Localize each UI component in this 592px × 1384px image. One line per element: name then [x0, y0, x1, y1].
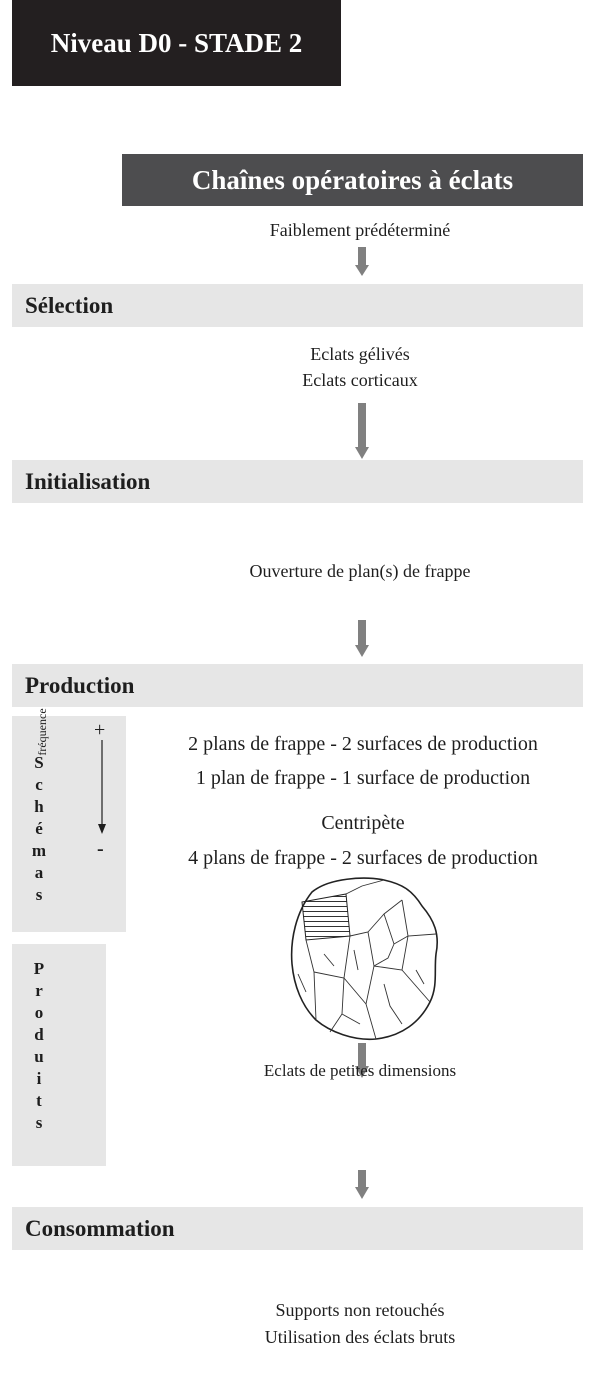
schema-item-3: Centripète: [321, 812, 405, 834]
produits-text: Eclats de petites dimensions: [263, 1061, 457, 1080]
consommation-line-2: Utilisation des éclats bruts: [264, 1327, 456, 1347]
schema-item-4: 4 plans de frappe - 2 surfaces de produc…: [188, 847, 538, 869]
produits-panel: [12, 944, 106, 1166]
frequency-arrow-icon: [98, 740, 106, 834]
schemas-panel: [12, 716, 126, 932]
stage-production: Production: [12, 664, 583, 707]
schema-item-1: 2 plans de frappe - 2 surfaces de produc…: [188, 733, 538, 755]
produits-side-label: P r o d u i t s: [33, 959, 45, 1132]
page-title: Niveau D0 - STADE 2: [12, 0, 341, 86]
frequency-axis-label: fréquence: [35, 708, 49, 756]
down-arrow-icon: [355, 1170, 369, 1199]
stage-initialisation: Initialisation: [12, 460, 583, 503]
frequency-minus: -: [97, 838, 104, 860]
frequency-plus: +: [94, 719, 106, 741]
down-arrow-icon: [355, 247, 369, 276]
down-arrow-icon: [355, 620, 369, 657]
consommation-line-1: Supports non retouchés: [275, 1300, 445, 1320]
stage-consommation: Consommation: [12, 1207, 583, 1250]
stage-selection: Sélection: [12, 284, 583, 327]
initialisation-text: Ouverture de plan(s) de frappe: [249, 561, 471, 581]
schema-item-2: 1 plan de frappe - 1 surface de producti…: [195, 767, 531, 789]
down-arrow-icon: [355, 403, 369, 459]
intro-text: Faiblement prédéterminé: [269, 220, 451, 240]
flint-core-illustration: [290, 877, 438, 1041]
schemas-side-label: S c h é m a s: [31, 753, 47, 904]
chain-banner: Chaînes opératoires à éclats: [122, 154, 583, 206]
selection-line-2: Eclats corticaux: [302, 370, 418, 390]
down-arrow-icon: [355, 1043, 369, 1078]
selection-line-1: Eclats gélivés: [310, 344, 410, 364]
